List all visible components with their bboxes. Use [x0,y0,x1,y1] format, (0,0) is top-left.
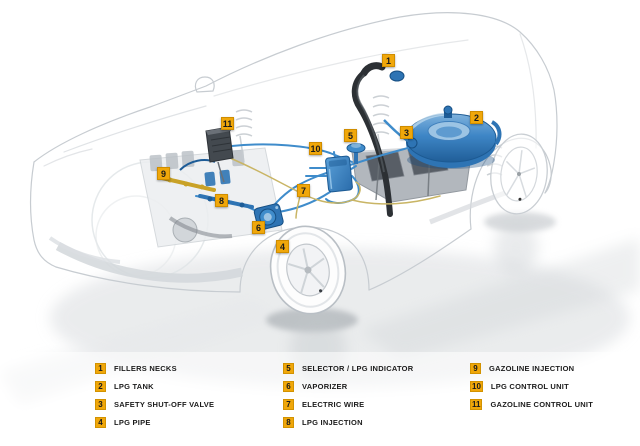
legend-item: 1 FILLERS NECKS [95,363,214,374]
legend-label: VAPORIZER [302,381,348,391]
legend-label: LPG PIPE [114,417,151,427]
legend-item: 9 GAZOLINE INJECTION [470,363,593,374]
legend-label: GAZOLINE CONTROL UNIT [490,399,594,409]
rear-wheel [490,133,548,215]
lpg-control-unit-graphic [325,155,353,193]
legend-number-badge: 9 [470,363,481,374]
marker-number: 3 [403,127,409,138]
marker-number: 5 [347,130,353,141]
marker-number: 6 [255,222,261,233]
legend-item: 8 LPG INJECTION [283,417,413,428]
marker-lpg-tank: 2 [470,111,483,124]
marker-safety-shut-off-valve: 3 [400,126,413,139]
marker-lpg-control-unit: 10 [309,142,322,155]
front-wheel [269,225,347,315]
marker-lpg-injection: 8 [215,194,228,207]
legend-item: 5 SELECTOR / LPG INDICATOR [283,363,413,374]
legend-number-badge: 1 [95,363,106,374]
marker-electric-wire: 7 [297,184,310,197]
legend-number-badge: 7 [283,399,294,410]
marker-number: 11 [222,118,233,129]
floor-shadow [0,212,640,446]
marker-number: 4 [279,241,285,252]
legend-number-badge: 2 [95,381,106,392]
legend-number-badge: 11 [470,399,483,410]
legend-label: LPG CONTROL UNIT [490,381,569,391]
legend: 1 FILLERS NECKS 2 LPG TANK 3 SAFETY SHUT… [0,363,640,433]
marker-number: 2 [473,112,479,123]
legend-item: 4 LPG PIPE [95,417,214,428]
marker-fillers-necks: 1 [382,54,395,67]
marker-number: 8 [218,195,224,206]
legend-item: 6 VAPORIZER [283,381,413,392]
legend-number-badge: 3 [95,399,106,410]
legend-column-2: 5 SELECTOR / LPG INDICATOR 6 VAPORIZER 7… [283,363,413,428]
marker-number: 1 [385,55,391,66]
legend-item: 10 LPG CONTROL UNIT [470,381,593,392]
legend-column-3: 9 GAZOLINE INJECTION 10 LPG CONTROL UNIT… [470,363,593,410]
legend-label: GAZOLINE INJECTION [489,363,575,373]
legend-item: 7 ELECTRIC WIRE [283,399,413,410]
marker-vaporizer: 6 [252,221,265,234]
filler-pipe-graphic [351,62,409,217]
legend-label: SELECTOR / LPG INDICATOR [302,363,414,373]
marker-selector-lpg-indicator: 5 [344,129,357,142]
legend-number-badge: 8 [283,417,294,428]
electric-wire-graphic [229,157,441,219]
legend-item: 2 LPG TANK [95,381,214,392]
marker-gazoline-injection: 9 [157,167,170,180]
marker-gazoline-control-unit: 11 [221,117,234,130]
marker-number: 7 [300,185,306,196]
legend-column-1: 1 FILLERS NECKS 2 LPG TANK 3 SAFETY SHUT… [95,363,214,428]
legend-label: ELECTRIC WIRE [302,399,365,409]
marker-number: 9 [160,168,166,179]
legend-label: LPG INJECTION [302,417,363,427]
marker-number: 10 [310,143,321,154]
legend-label: FILLERS NECKS [114,363,177,373]
legend-item: 11 GAZOLINE CONTROL UNIT [470,399,593,410]
legend-label: SAFETY SHUT-OFF VALVE [114,399,215,409]
car-outline [30,12,558,293]
legend-number-badge: 10 [470,381,483,392]
legend-item: 3 SAFETY SHUT-OFF VALVE [95,399,214,410]
legend-label: LPG TANK [114,381,154,391]
lpg-tank-graphic [405,105,502,169]
legend-number-badge: 6 [283,381,294,392]
legend-number-badge: 4 [95,417,106,428]
selector-graphic [346,143,366,164]
legend-number-badge: 5 [283,363,294,374]
marker-lpg-pipe: 4 [276,240,289,253]
